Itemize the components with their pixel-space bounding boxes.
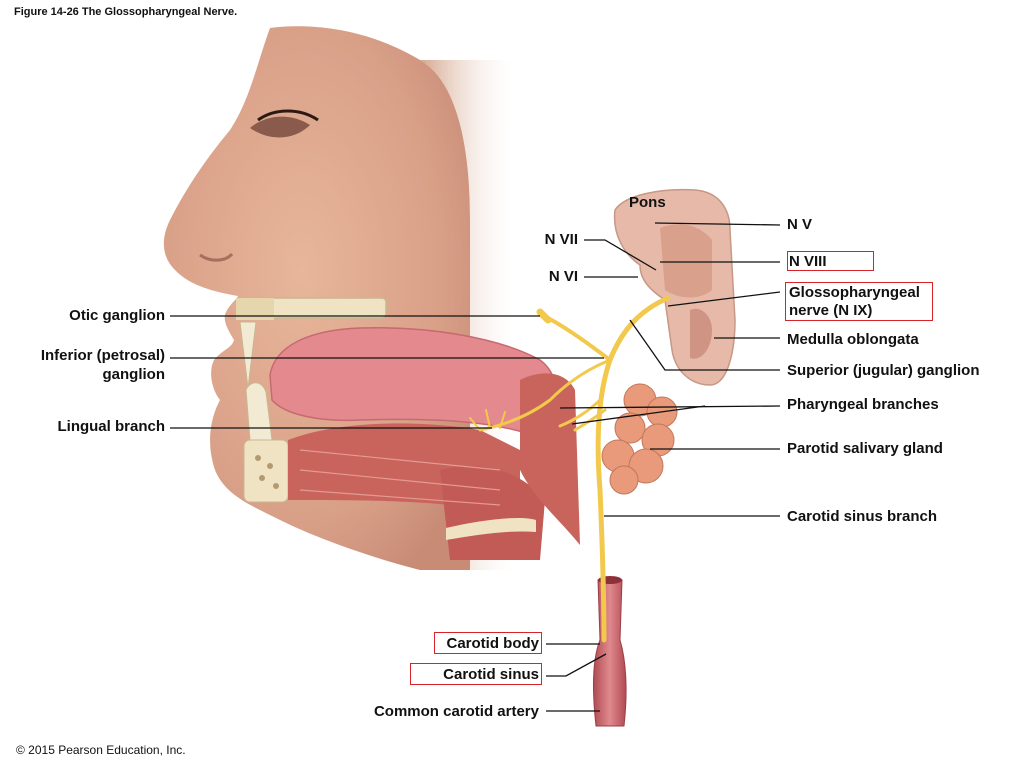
label-medulla-oblongata: Medulla oblongata <box>787 331 919 348</box>
label-inferior-ganglion-line2: ganglion <box>102 366 166 383</box>
label-carotid-body: Carotid body <box>446 635 540 652</box>
parotid-gland <box>601 383 678 495</box>
leader-lines <box>170 222 781 712</box>
copyright-notice: © 2015 Pearson Education, Inc. <box>16 743 186 757</box>
label-inferior-ganglion-line1: Inferior (petrosal) <box>40 347 165 364</box>
carotid-artery <box>592 576 627 727</box>
label-n-v: N V <box>787 216 813 233</box>
label-pons: Pons <box>629 194 666 211</box>
figure-caption: Figure 14-26 The Glossopharyngeal Nerve. <box>14 6 238 18</box>
palate-bone <box>235 297 387 389</box>
label-common-carotid-artery: Common carotid artery <box>373 703 539 720</box>
label-n-vii: N VII <box>544 231 578 248</box>
label-parotid-gland: Parotid salivary gland <box>787 440 943 457</box>
label-glossopharyngeal-line2: nerve (N IX) <box>789 302 873 319</box>
label-pharyngeal-branches: Pharyngeal branches <box>787 396 939 413</box>
label-superior-ganglion: Superior (jugular) ganglion <box>787 362 980 379</box>
label-carotid-sinus-branch: Carotid sinus branch <box>787 508 938 525</box>
label-n-viii: N VIII <box>789 253 827 270</box>
label-carotid-sinus: Carotid sinus <box>443 666 539 683</box>
brainstem <box>613 188 736 386</box>
label-otic-ganglion: Otic ganglion <box>69 307 165 324</box>
glossopharyngeal-nerve-fibers <box>469 295 671 643</box>
label-glossopharyngeal-line1: Glossopharyngeal <box>789 284 920 301</box>
mandible-bone <box>243 382 289 503</box>
label-lingual-branch: Lingual branch <box>57 418 165 435</box>
label-n-vi: N VI <box>548 268 578 285</box>
neck-muscles <box>288 373 580 560</box>
